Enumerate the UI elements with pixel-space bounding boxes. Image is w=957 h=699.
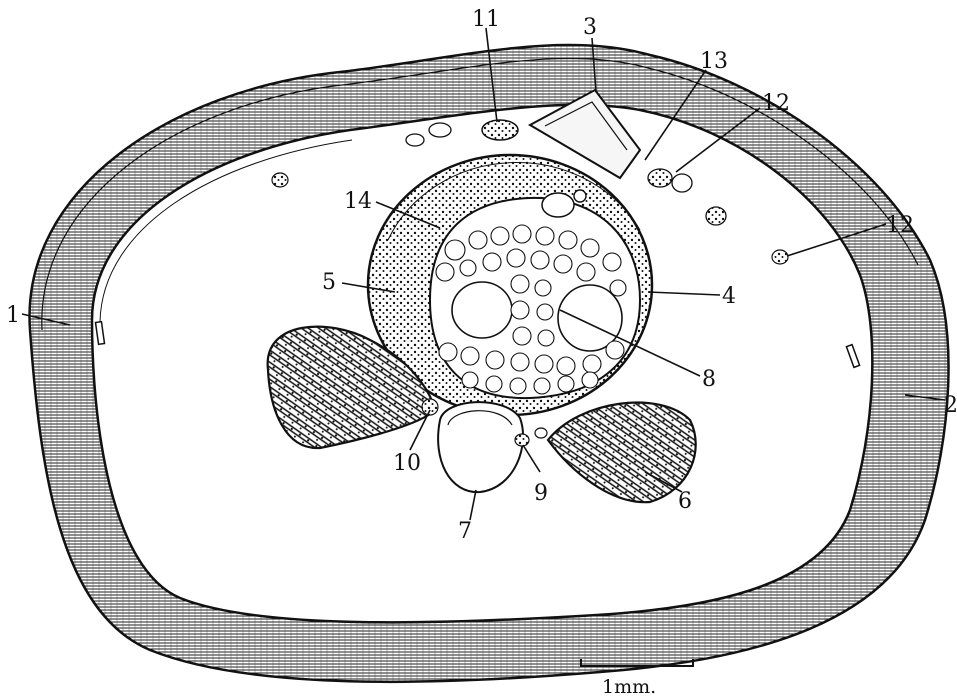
label-11: 11 xyxy=(472,7,500,32)
label-1: 1 xyxy=(6,303,20,328)
label-5: 5 xyxy=(322,270,336,295)
label-8: 8 xyxy=(702,367,716,392)
label-12-upper: 12 xyxy=(762,91,790,116)
label-2: 2 xyxy=(944,393,957,418)
label-4: 4 xyxy=(722,284,736,309)
label-6: 6 xyxy=(678,489,692,514)
scale-bar-label: 1mm. xyxy=(602,676,656,698)
label-7: 7 xyxy=(458,519,472,544)
label-10: 10 xyxy=(393,451,421,476)
label-3: 3 xyxy=(583,15,597,40)
label-9: 9 xyxy=(534,481,548,506)
label-13: 13 xyxy=(700,49,728,74)
label-12-lower: 12 xyxy=(886,213,914,238)
label-14: 14 xyxy=(344,189,372,214)
